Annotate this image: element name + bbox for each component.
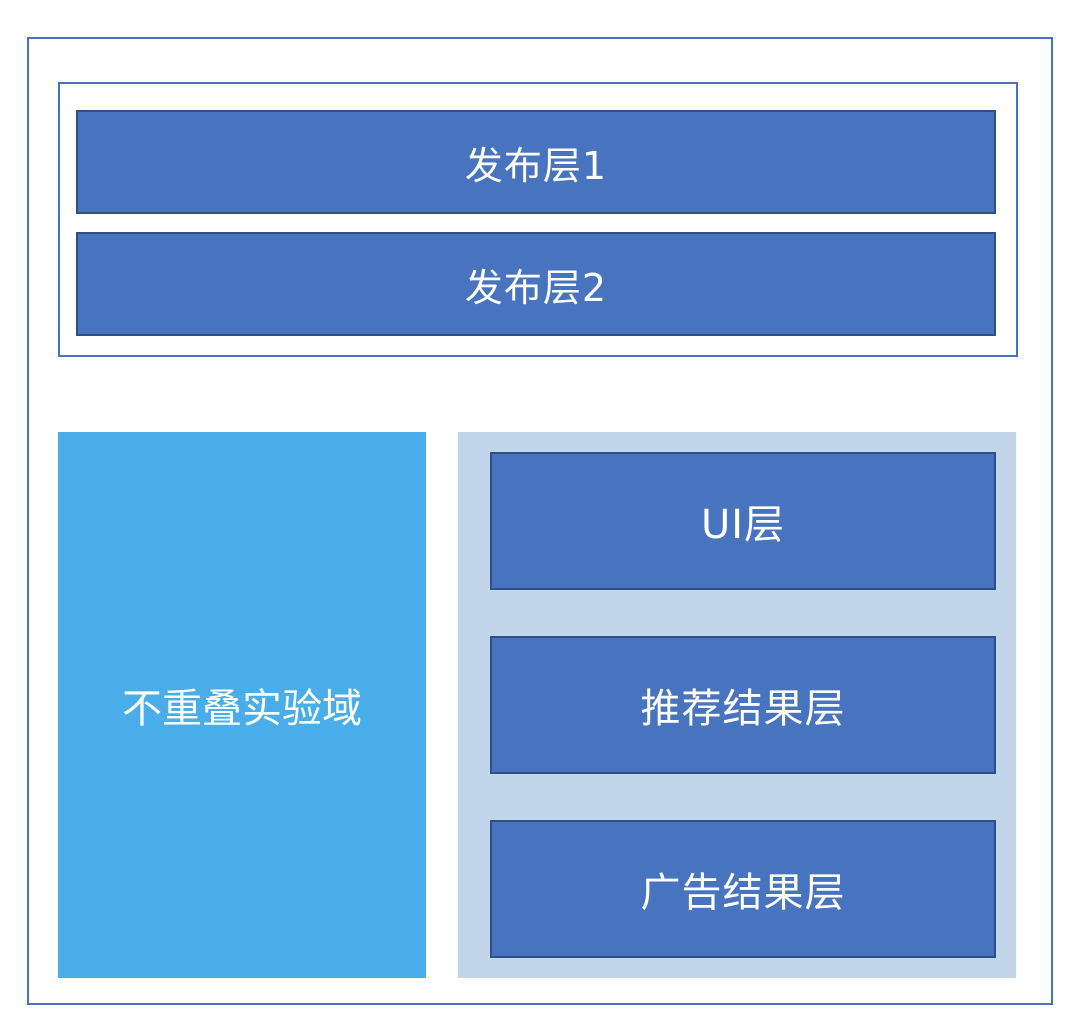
publish-layers-group	[58, 82, 1018, 357]
outer-frame	[27, 37, 1053, 1005]
recommendation-result-layer-label: 推荐结果层	[640, 686, 846, 732]
publish-layer-2-label: 发布层2	[464, 265, 608, 310]
ui-layer: UI层	[490, 452, 996, 590]
non-overlap-domain: 不重叠实验域	[58, 432, 426, 978]
ui-layer-label: UI层	[700, 502, 786, 548]
publish-layer-1-label: 发布层1	[464, 143, 608, 188]
non-overlap-domain-label: 不重叠实验域	[122, 686, 362, 732]
publish-layer-1: 发布层1	[76, 110, 996, 214]
publish-layer-2: 发布层2	[76, 232, 996, 336]
ad-result-layer: 广告结果层	[490, 820, 996, 958]
recommendation-result-layer: 推荐结果层	[490, 636, 996, 774]
ad-result-layer-label: 广告结果层	[640, 870, 846, 916]
